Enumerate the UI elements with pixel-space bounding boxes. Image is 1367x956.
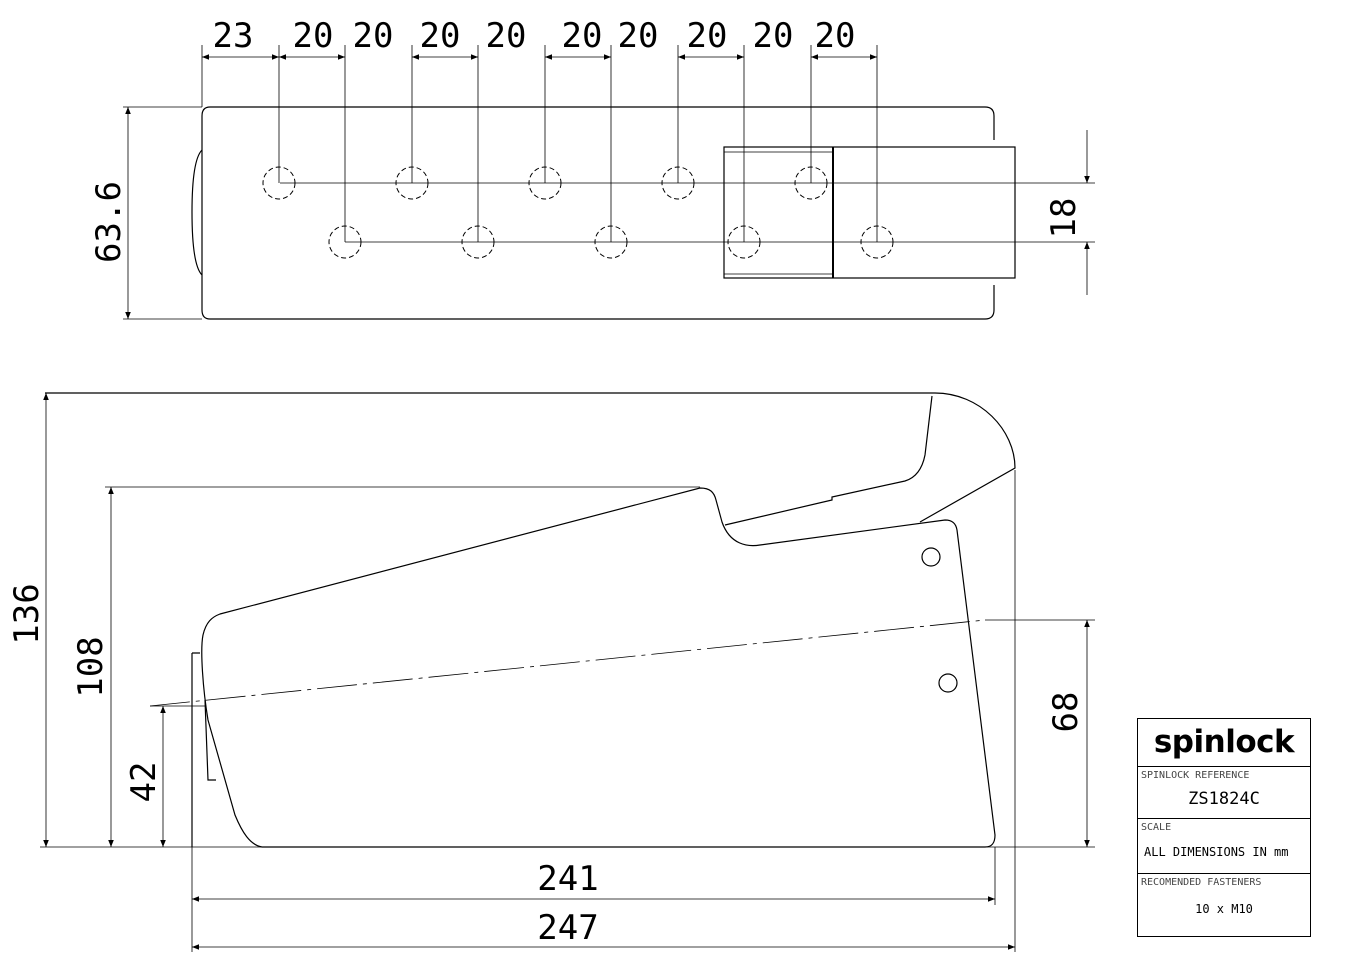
- fasteners-value: 10 x M10: [1195, 902, 1253, 916]
- mounting-holes: [262, 166, 894, 259]
- dim-20: 20: [562, 16, 603, 56]
- dim-base-length: 241: [537, 859, 598, 899]
- top-left-bump: [191, 149, 203, 276]
- dim-20: 20: [687, 16, 728, 56]
- dim-body-height: 108: [71, 636, 111, 697]
- dim-20: 20: [618, 16, 659, 56]
- dim-width: 63.6: [89, 181, 129, 263]
- side-body-outline: [201, 487, 996, 848]
- spinlock-logo: spinlock: [1138, 719, 1310, 767]
- scale-value: ALL DIMENSIONS IN mm: [1144, 845, 1289, 859]
- dim-20: 20: [420, 16, 461, 56]
- title-block: spinlock SPINLOCK REFERENCE ZS1824C SCAL…: [1137, 718, 1311, 937]
- scale-label: SCALE: [1141, 822, 1172, 833]
- side-view: 136 108 42 68 241 247: [7, 392, 1095, 952]
- side-upper-outline: [45, 392, 1016, 523]
- dim-20: 20: [815, 16, 856, 56]
- dim-overall-height: 136: [7, 583, 47, 644]
- dim-axis-right: 68: [1046, 692, 1086, 733]
- dim-20: 20: [353, 16, 394, 56]
- top-right-block: [723, 146, 1016, 279]
- dim-20: 20: [753, 16, 794, 56]
- dim-20: 20: [293, 16, 334, 56]
- dim-axis-left: 42: [124, 762, 164, 803]
- side-hole-lower: [938, 673, 958, 693]
- centerline: [149, 619, 986, 707]
- fasteners-label: RECOMENDED FASTENERS: [1141, 877, 1262, 888]
- dim-row-offset: 18: [1044, 198, 1084, 239]
- dim-overall-length: 247: [537, 908, 598, 948]
- dim-23: 23: [213, 16, 254, 56]
- top-view: 23 20 20 20 20 20 20 20 20 20 63.6 18: [89, 16, 1095, 320]
- dim-20: 20: [486, 16, 527, 56]
- top-outline: [201, 106, 995, 320]
- side-hole-upper: [921, 547, 941, 567]
- reference-value: ZS1824C: [1188, 789, 1260, 809]
- reference-label: SPINLOCK REFERENCE: [1141, 770, 1250, 781]
